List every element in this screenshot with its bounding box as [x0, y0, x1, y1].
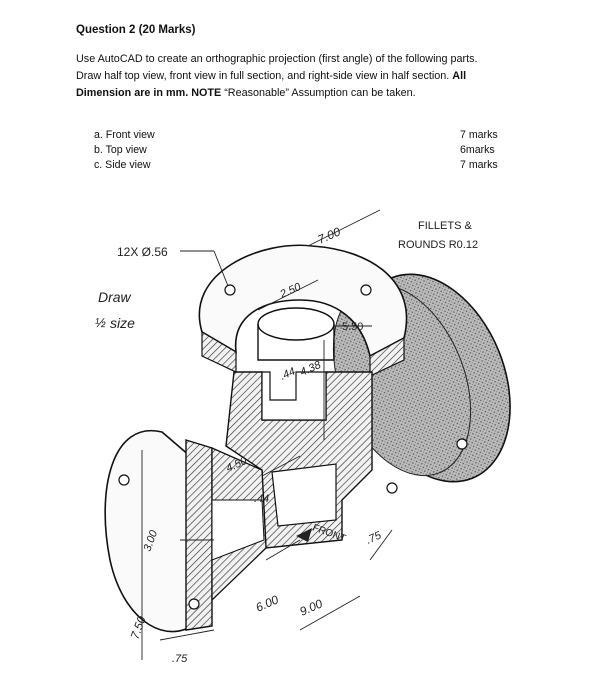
dimension-lines: [141, 209, 393, 660]
fillets-note-1: FILLETS &: [418, 220, 472, 232]
dim-75-a: .75: [172, 653, 188, 665]
draw-note-2: size: [110, 315, 135, 331]
instruction-line-1: Use AutoCAD to create an orthographic pr…: [76, 53, 478, 65]
task-list: a. Front view b. Top view c. Side view: [94, 128, 155, 173]
dim-44-b: .44: [254, 493, 269, 505]
dim-7-50: 7.50: [128, 614, 149, 641]
bolt-holes: [224, 284, 468, 494]
draw-note-1: Draw: [98, 289, 132, 305]
dim-9-00: 9.00: [298, 596, 325, 618]
instruction-line-2: Draw half top view, front view in full s…: [76, 70, 467, 82]
dim-44-a: .44: [278, 366, 297, 383]
task-marks: 6marks: [460, 144, 495, 156]
half-fraction-icon: ½: [95, 315, 106, 330]
top-flange: [198, 244, 408, 377]
dim-75-b: .75: [364, 529, 384, 547]
isometric-section-drawing: 12X Ø.56 Draw ½ size FILLETS & ROUNDS R0…: [95, 209, 511, 665]
task-marks: 7 marks: [460, 159, 498, 171]
task-item: a. Front view: [94, 129, 155, 141]
task-marks: 7 marks: [460, 129, 498, 141]
instructions: Use AutoCAD to create an orthographic pr…: [76, 51, 546, 102]
task-item: c. Side view: [94, 159, 151, 171]
fillets-note-2: ROUNDS R0.12: [398, 239, 478, 251]
instruction-line-3: Dimension are in mm. NOTE “Reasonable” A…: [76, 87, 416, 99]
top-boss: [257, 307, 335, 361]
left-flange: [104, 429, 213, 633]
question-title: Question 2 (20 Marks): [76, 24, 196, 36]
holes-note: 12X Ø.56: [117, 245, 168, 259]
dim-6-00: 6.00: [254, 592, 281, 614]
pipe-section: [211, 447, 267, 602]
task-item: b. Top view: [94, 144, 147, 156]
marks-list: 7 marks 6marks 7 marks: [460, 128, 498, 173]
dim-7-00: 7.00: [316, 224, 343, 246]
dim-5-50: 5.50: [342, 321, 363, 333]
